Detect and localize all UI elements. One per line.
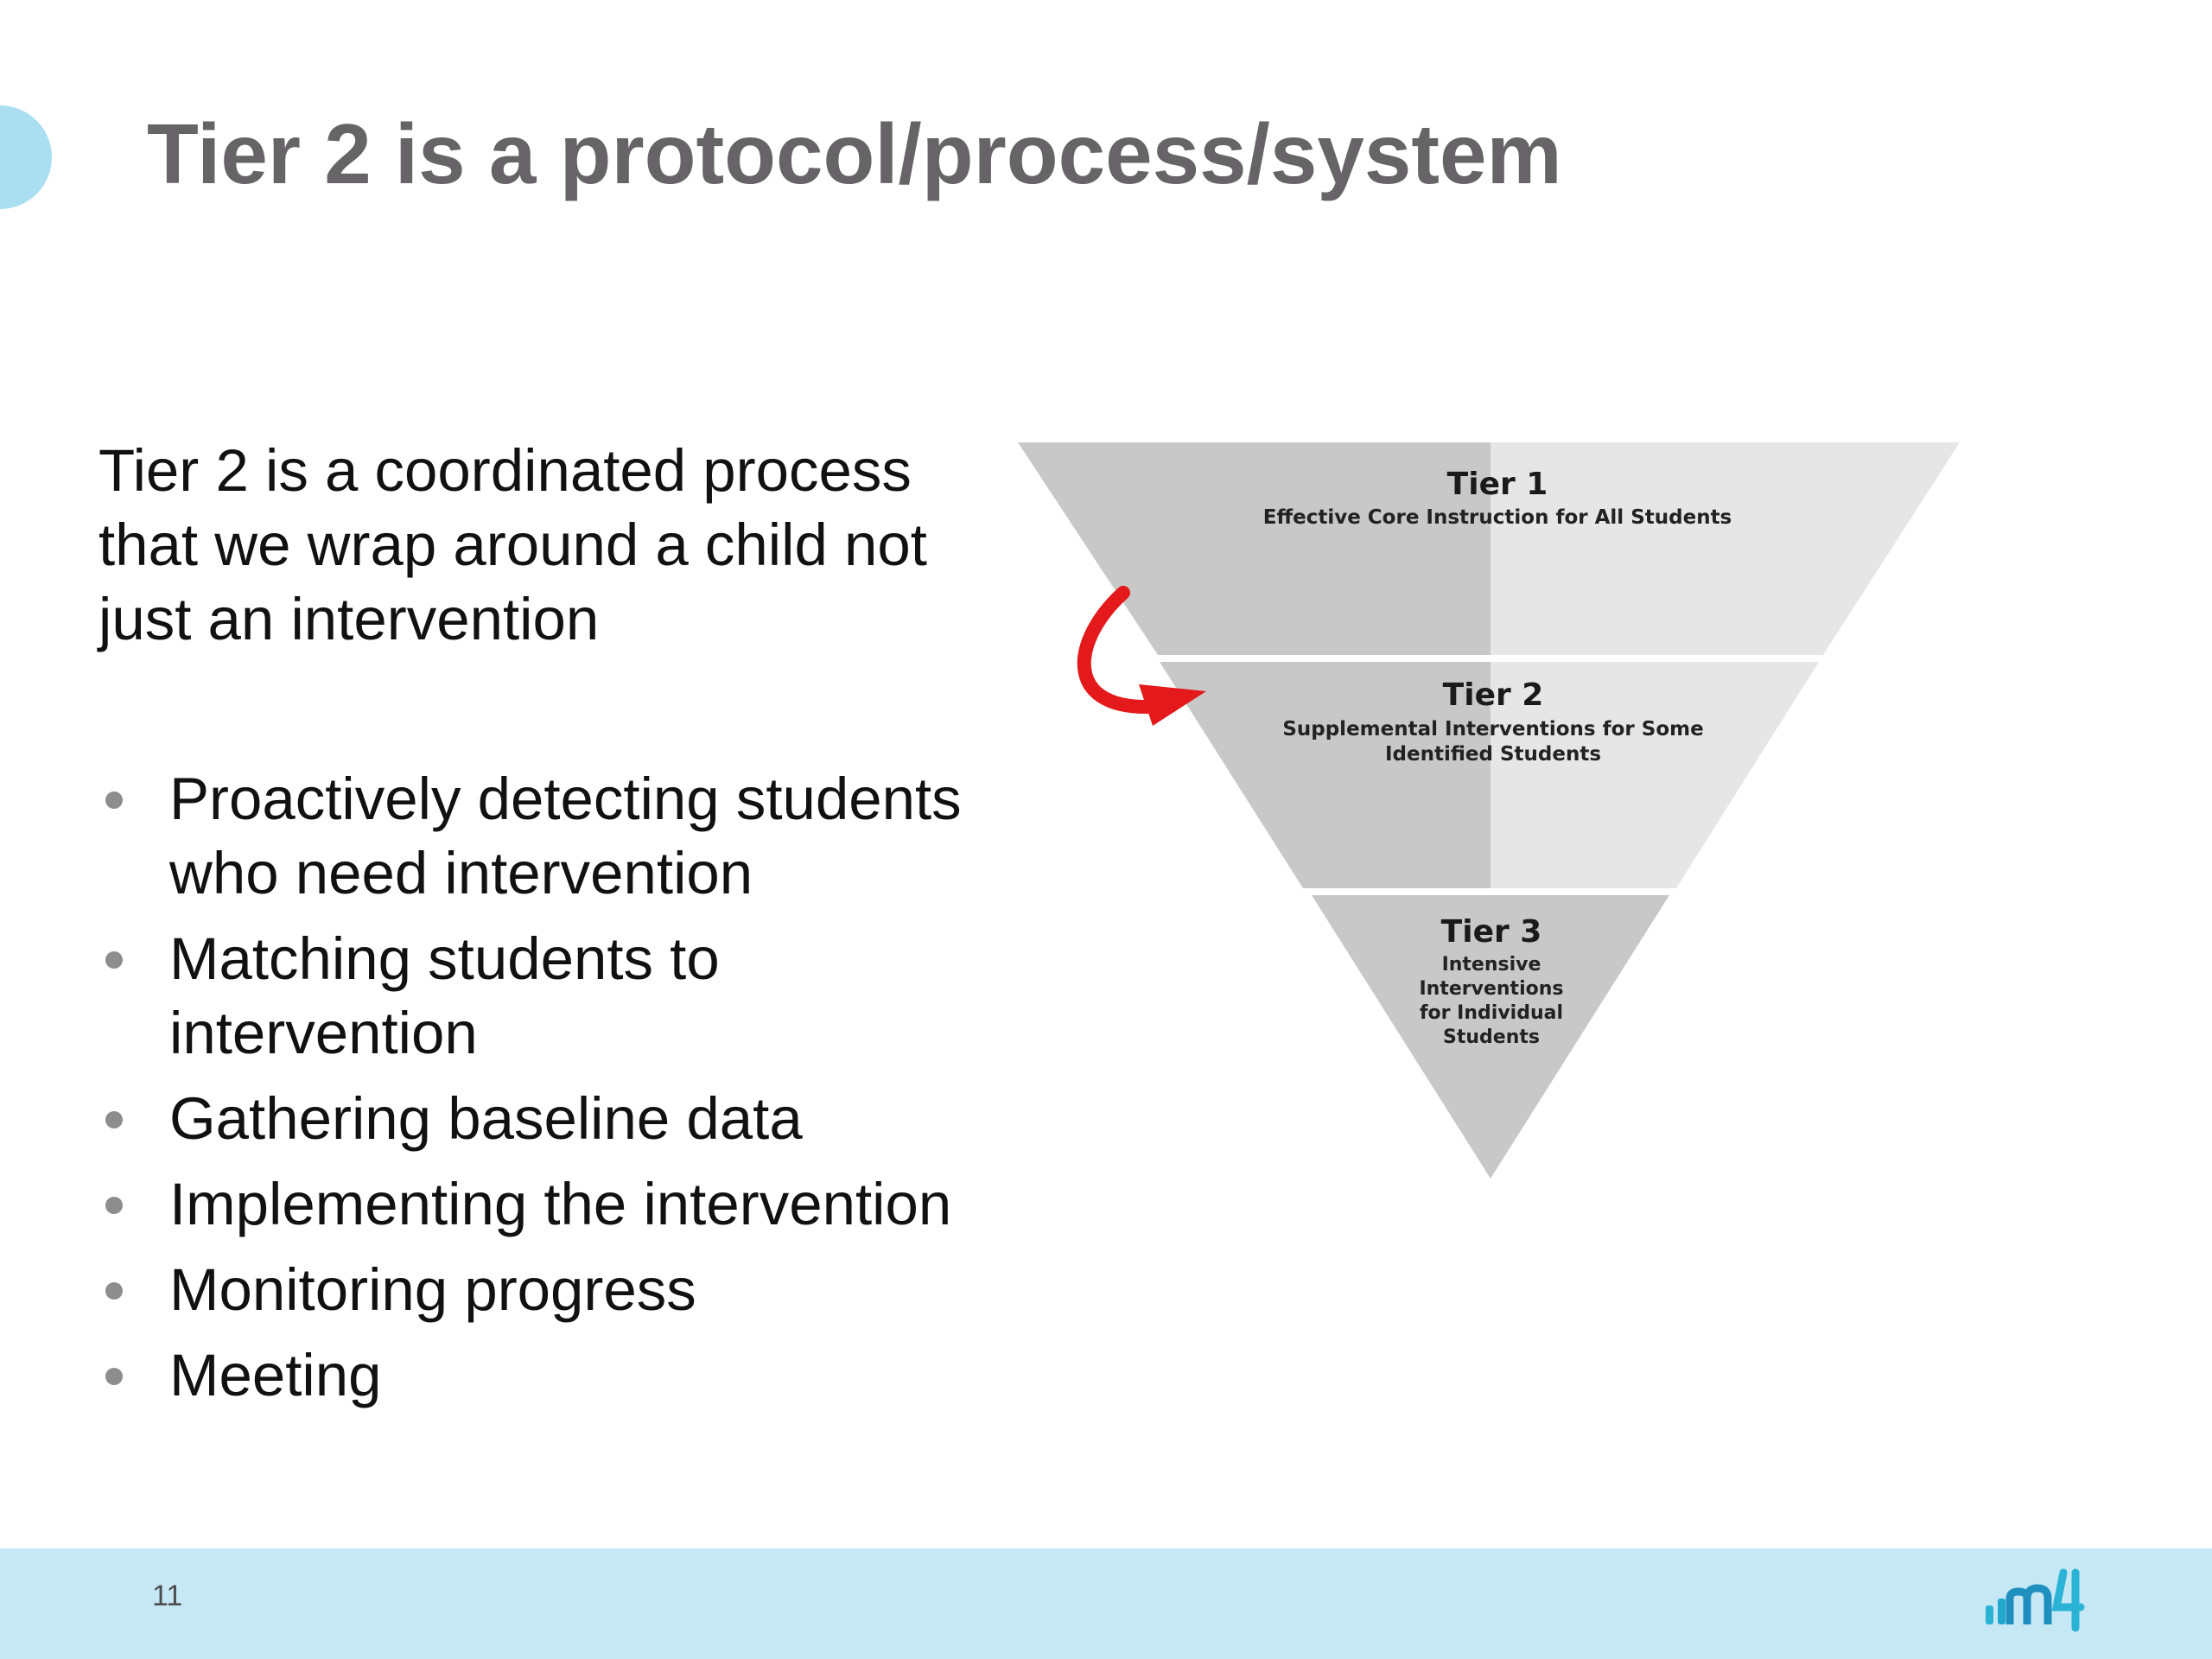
bullet-dot-icon <box>105 1197 123 1214</box>
tier-pyramid-svg: Tier 1 Effective Core Instruction for Al… <box>1018 442 1960 1179</box>
tier-2-band-left <box>1160 662 1491 888</box>
bullet-list: Proactively detecting students who need … <box>99 762 1032 1424</box>
bullet-text: Meeting <box>169 1342 382 1408</box>
tier-3-title: Tier 3 <box>1441 914 1542 950</box>
tier-1-description: Effective Core Instruction for All Stude… <box>1263 506 1732 529</box>
bullet-text: Matching students to intervention <box>169 925 720 1066</box>
intro-text: Tier 2 is a coordinated process that we … <box>99 437 927 652</box>
tier-pyramid-diagram: Tier 1 Effective Core Instruction for Al… <box>1011 432 1970 1192</box>
bullet-dot-icon <box>105 951 123 969</box>
page-number: 11 <box>152 1580 183 1612</box>
m4-logo-icon <box>1986 1568 2085 1632</box>
tier-3-description-line: for Individual <box>1420 1002 1563 1024</box>
tier-3-description-line: Interventions <box>1420 978 1564 1000</box>
bullet-dot-icon <box>105 791 123 809</box>
bullet-item: Implementing the intervention <box>99 1167 1032 1242</box>
tier-1-title: Tier 1 <box>1447 467 1548 502</box>
tier-2-description-line: Supplemental Interventions for Some <box>1282 718 1703 741</box>
bullet-item: Proactively detecting students who need … <box>99 762 1032 911</box>
bullet-item: Gathering baseline data <box>99 1082 1032 1156</box>
tier-3-band <box>1312 895 1669 1179</box>
bullet-dot-icon <box>105 1368 123 1385</box>
tier-3-description-line: Intensive <box>1442 954 1541 976</box>
footer-bar: 11 <box>0 1548 2212 1659</box>
tier-1-band-left <box>1018 442 1491 655</box>
bullet-text: Proactively detecting students who need … <box>169 766 962 906</box>
tier-2-band-right <box>1491 662 1819 888</box>
accent-circle <box>0 105 52 209</box>
bullet-item: Matching students to intervention <box>99 922 1032 1071</box>
bullet-dot-icon <box>105 1282 123 1300</box>
tier-3-description-line: Students <box>1443 1027 1540 1048</box>
slide-title: Tier 2 is a protocol/process/system <box>147 106 1562 201</box>
bullet-text: Monitoring progress <box>169 1256 696 1323</box>
bullet-text: Implementing the intervention <box>169 1171 952 1237</box>
bullet-item: Meeting <box>99 1338 1032 1413</box>
arrow-head-icon <box>1139 684 1206 726</box>
tier-2-description-line: Identified Students <box>1385 743 1601 766</box>
red-curved-arrow <box>1077 586 1156 715</box>
bullet-item: Monitoring progress <box>99 1253 1032 1327</box>
tier-2-title: Tier 2 <box>1443 677 1544 713</box>
bullet-text: Gathering baseline data <box>169 1085 803 1152</box>
bullet-dot-icon <box>105 1111 123 1128</box>
tier-1-band-right <box>1491 442 1960 655</box>
